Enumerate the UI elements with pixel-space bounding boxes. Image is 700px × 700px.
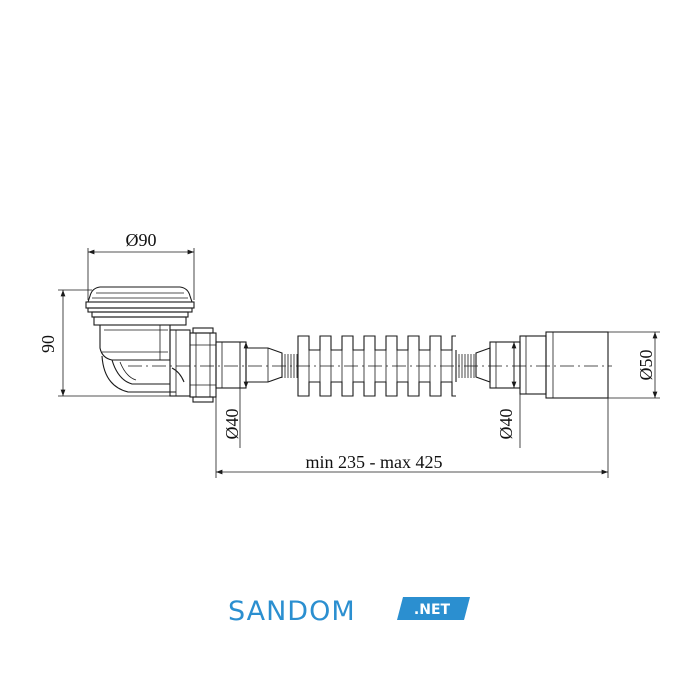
logo-badge (397, 597, 470, 620)
dimension-length (215, 396, 609, 478)
logo-name: SANDOM (228, 596, 356, 627)
sandom-logo: SANDOM .NET (228, 596, 470, 627)
dim-length-label: min 235 - max 425 (306, 452, 443, 472)
right-adapter (475, 331, 609, 399)
dim-left-outlet-label: Ø40 (222, 409, 242, 440)
drain-trap (85, 286, 195, 397)
dimension-right-outlet (511, 342, 521, 448)
dimension-left-outlet (239, 342, 249, 448)
dimension-end-diameter (608, 331, 660, 399)
dim-right-outlet-label: Ø40 (496, 409, 516, 440)
dim-end-diameter-label: Ø50 (636, 350, 656, 381)
dimension-top (87, 248, 195, 300)
dim-top-diameter-label: Ø90 (126, 230, 157, 250)
logo-suffix: .NET (414, 602, 451, 618)
dimension-height (58, 289, 180, 397)
left-union-nut (189, 327, 283, 403)
corrugated-hose (281, 335, 475, 397)
dim-height-label: 90 (38, 335, 58, 353)
